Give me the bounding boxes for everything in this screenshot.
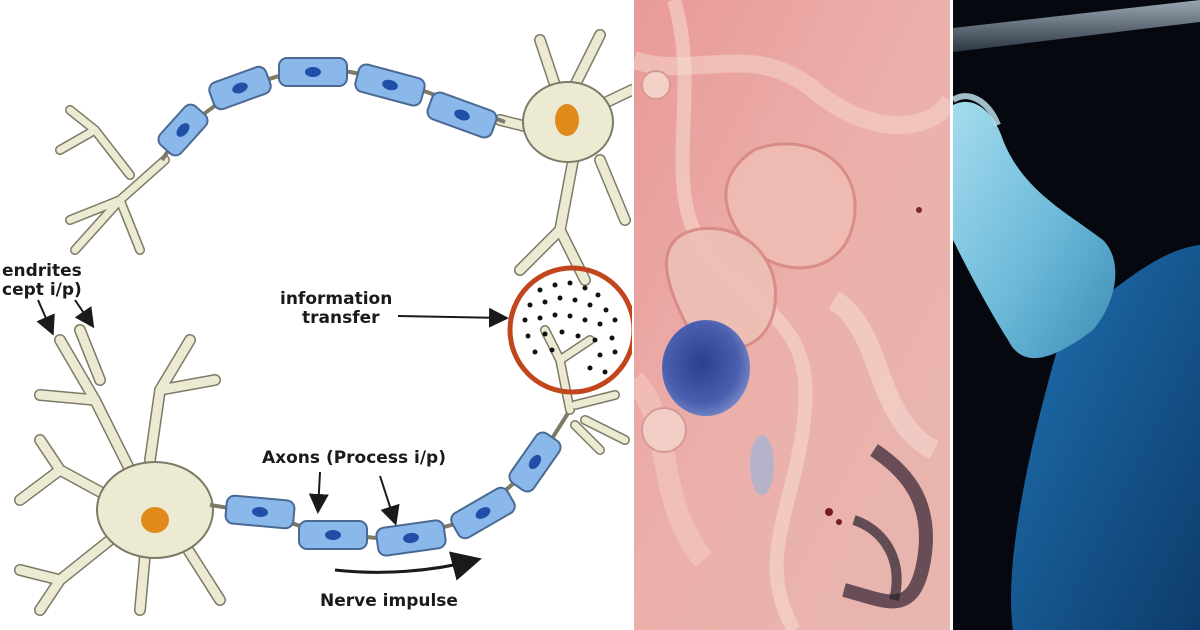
nerve-impulse-label: Nerve impulse — [320, 591, 458, 611]
upper-left-terminal-branches — [55, 105, 170, 255]
panel-divider-2 — [950, 0, 953, 630]
lower-axon — [209, 408, 572, 557]
synapse-highlight — [507, 265, 632, 395]
neuron-diagram — [14, 29, 632, 616]
upper-right-neuron — [494, 29, 632, 286]
axon-arrow-2 — [379, 475, 400, 526]
dendrite-arrow-1 — [36, 299, 55, 336]
panel-divider-1 — [632, 0, 634, 630]
dendrites-label-line2: cept i/p) — [2, 280, 82, 300]
axon-arrow-1 — [308, 471, 329, 514]
neurotransmitter-dots — [522, 280, 618, 375]
glass-rod — [953, 0, 1200, 52]
neuron-diagram-panel: endrites cept i/p) information transfer … — [2, 29, 632, 616]
lower-soma-nucleus — [141, 507, 169, 533]
gloved-hand — [953, 101, 1116, 359]
glove-illustration — [953, 0, 1200, 630]
microscope-tissue-image — [634, 0, 950, 630]
nerve-impulse-arrow — [334, 551, 482, 581]
axons-label: Axons (Process i/p) — [262, 448, 446, 468]
blue-stained-cell — [662, 320, 750, 416]
gloved-hand-lab-image — [953, 0, 1200, 630]
blue-sleeve — [1011, 245, 1200, 630]
dendrites-label-line1: endrites — [2, 261, 82, 281]
upper-axon — [157, 57, 506, 162]
lower-left-neuron — [14, 324, 226, 616]
tissue-illustration — [634, 0, 950, 630]
info-transfer-label-line1: information — [280, 289, 393, 309]
info-transfer-arrow — [397, 307, 509, 328]
dendrite-arrow-2 — [74, 299, 95, 329]
upper-soma-nucleus — [555, 104, 579, 136]
info-transfer-label-line2: transfer — [302, 308, 380, 328]
